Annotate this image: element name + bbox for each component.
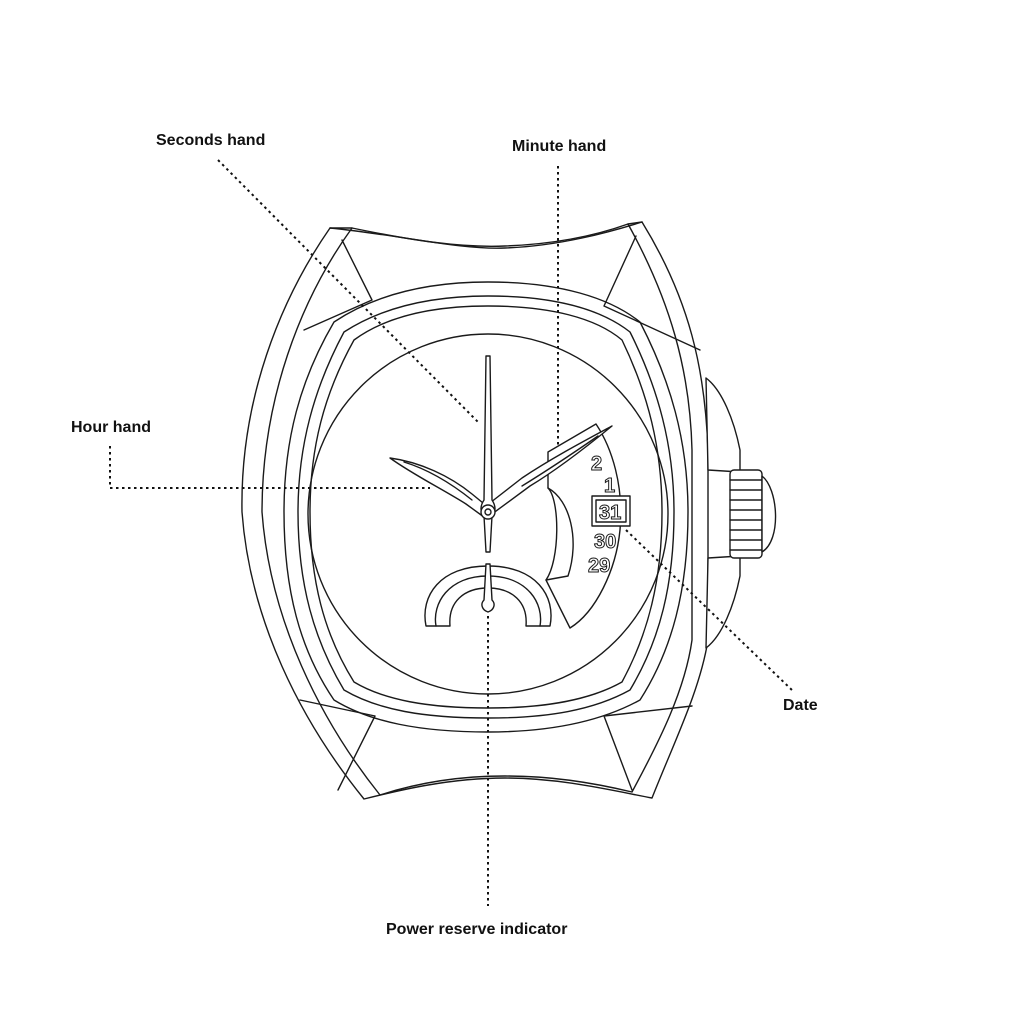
pusher-bottom[interactable] xyxy=(705,555,741,649)
crown[interactable] xyxy=(729,469,763,559)
center-pinion-inner xyxy=(484,508,492,516)
label-date: Date xyxy=(783,697,818,714)
date-numeral-2: 2 xyxy=(591,453,602,475)
date-window-inner xyxy=(595,499,627,523)
date-current: 31 xyxy=(599,502,621,524)
power-reserve-arc[interactable] xyxy=(424,565,552,627)
minute-hand-center-line xyxy=(521,435,599,487)
date-numeral-1: 1 xyxy=(604,475,615,497)
lug-facet-top-left xyxy=(303,227,373,331)
label-minute-hand: Minute hand xyxy=(512,138,607,155)
leader-seconds-hand xyxy=(217,159,481,425)
case-inner-outline xyxy=(261,223,693,796)
leader-hour-hand xyxy=(109,446,430,489)
hour-hand-center-line xyxy=(403,461,473,501)
date-aperture xyxy=(545,423,622,629)
leader-date xyxy=(625,529,795,693)
date-window xyxy=(591,495,631,527)
crown-grip-lines xyxy=(729,479,763,551)
date-numeral-29: 29 xyxy=(588,555,610,577)
pusher-top[interactable] xyxy=(705,377,741,473)
date-aperture-inner xyxy=(545,487,574,581)
seconds-hand xyxy=(480,355,496,553)
label-seconds-hand: Seconds hand xyxy=(156,132,266,149)
lug-facet-bottom-right xyxy=(603,705,693,791)
center-pinion xyxy=(480,504,496,520)
crown-tip xyxy=(761,475,777,553)
label-power-reserve-indicator: Power reserve indicator xyxy=(386,921,568,938)
lug-facet-top-right xyxy=(603,221,701,351)
case-outline xyxy=(241,221,709,800)
date-numeral-30: 30 xyxy=(594,531,616,553)
power-reserve-hand xyxy=(481,563,495,613)
label-hour-hand: Hour hand xyxy=(71,419,151,436)
